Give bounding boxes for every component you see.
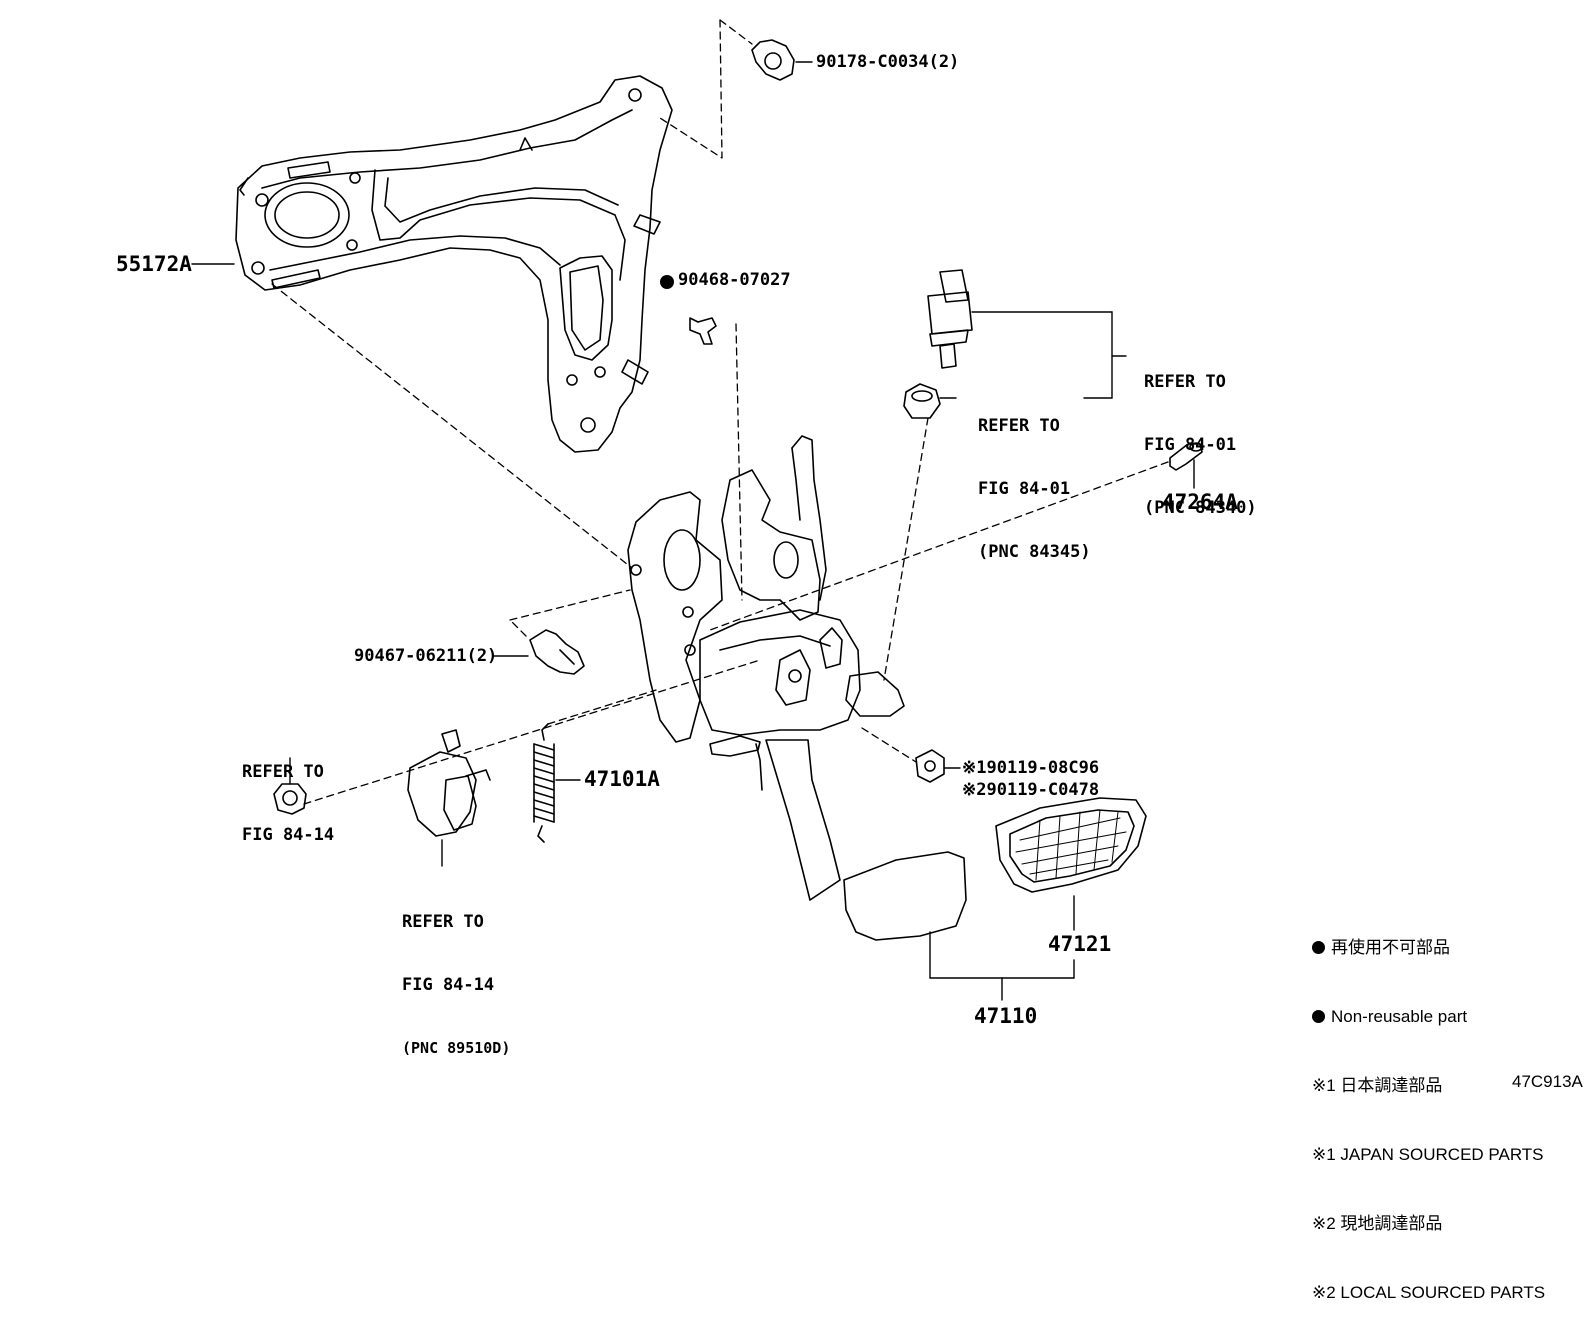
mark-1: ※1 [962, 758, 987, 778]
nut-90178-drawing [751, 39, 795, 81]
pad-47121-drawing [995, 797, 1147, 893]
assembly-lines [271, 19, 1169, 805]
cushion-drawing [903, 383, 941, 419]
legend-row-6: ※2 LOCAL SOURCED PARTS [1312, 1283, 1546, 1302]
stop-switch-drawing [927, 269, 973, 369]
spring-47101a-drawing [533, 723, 555, 843]
legend-row-2: Non-reusable part [1312, 1005, 1545, 1028]
part-label-47110: 47110 [974, 1004, 1038, 1028]
part-label-90119-1: ※190119-08C96 [962, 758, 1100, 778]
part-label-47264a: 47264A [1162, 490, 1238, 514]
part-label-90178: 90178-C0034(2) [816, 52, 960, 72]
bushing-90467-drawing [529, 629, 585, 675]
pedal-bracket-drawing [235, 75, 673, 453]
part-label-90119-2: ※290119-C0478 [962, 780, 1100, 800]
ref-sensor: REFER TO FIG 84-14 (PNC 89510D) [402, 912, 511, 1057]
legend: 再使用不可部品 Non-reusable part ※1 日本調達部品 ※1 J… [1312, 890, 1545, 1327]
non-reusable-mark [660, 275, 674, 289]
dot-icon [1312, 941, 1325, 954]
pin-47264a-drawing [1169, 442, 1203, 471]
legend-row-1: 再使用不可部品 [1312, 936, 1545, 959]
leader-lines [191, 61, 1195, 1001]
part-label-90468: 90468-07027 [678, 270, 791, 290]
part-label-47121: 47121 [1048, 932, 1112, 956]
ref-cushion: REFER TO FIG 84-01 (PNC 84345) [978, 416, 1091, 562]
part-label-47101a: 47101A [584, 767, 660, 791]
bolt-90119-drawing [915, 749, 945, 783]
figure-code: 47C913A [1512, 1072, 1583, 1091]
pedal-pad-drawing [843, 851, 967, 941]
part-label-90467: 90467-06211(2) [354, 646, 498, 666]
legend-row-5: ※2 現地調達部品 [1312, 1214, 1443, 1233]
clip-90468-drawing [689, 317, 717, 345]
part-label-55172a: 55172A [116, 252, 192, 276]
legend-row-3: ※1 日本調達部品 [1312, 1076, 1443, 1095]
pedal-assembly-drawing [627, 435, 905, 901]
ref-stop-switch: REFER TO FIG 84-01 (PNC 84340) [1144, 372, 1257, 518]
mark-2: ※2 [962, 780, 987, 800]
dot-icon [1312, 1010, 1325, 1023]
ref-nut: REFER TO FIG 84-14 [242, 762, 335, 845]
parts-diagram [191, 19, 1203, 1001]
legend-row-4: ※1 JAPAN SOURCED PARTS [1312, 1145, 1544, 1164]
stroke-sensor-drawing [407, 729, 491, 837]
nut-fig-84-14-drawing [273, 783, 307, 815]
